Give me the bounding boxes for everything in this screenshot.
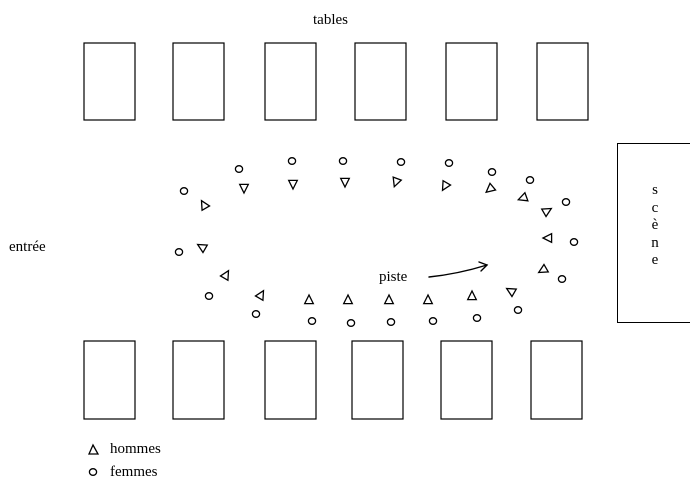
woman-circle-icon bbox=[396, 158, 406, 166]
woman-circle-icon bbox=[561, 198, 571, 206]
woman-circle-icon bbox=[307, 317, 317, 325]
table-rectangle bbox=[354, 42, 407, 121]
direction-arrow bbox=[428, 261, 489, 278]
woman-circle-icon bbox=[338, 157, 348, 165]
floor-label: piste bbox=[379, 269, 408, 285]
dancers-group bbox=[174, 157, 579, 327]
table-rectangle bbox=[264, 340, 317, 420]
legend-circle-icon bbox=[88, 468, 98, 476]
table-rectangle bbox=[351, 340, 404, 420]
tables-label: tables bbox=[313, 12, 348, 28]
stage-letter: è bbox=[651, 217, 659, 233]
woman-circle-icon bbox=[204, 292, 214, 300]
woman-circle-icon bbox=[179, 187, 189, 195]
table-rectangle bbox=[172, 340, 225, 420]
stage-letter: n bbox=[651, 234, 659, 251]
stage-letter: s bbox=[652, 182, 658, 198]
man-triangle-icon bbox=[392, 176, 403, 189]
man-triangle-icon bbox=[254, 289, 265, 302]
table-rectangle bbox=[536, 42, 589, 121]
woman-circle-icon bbox=[525, 176, 535, 184]
woman-circle-icon bbox=[487, 168, 497, 176]
woman-circle-icon bbox=[444, 159, 454, 167]
man-triangle-icon bbox=[342, 293, 354, 305]
stage-letter: e bbox=[651, 252, 659, 268]
man-triangle-icon bbox=[516, 191, 529, 202]
man-triangle-icon bbox=[537, 263, 550, 274]
woman-circle-icon bbox=[174, 248, 184, 256]
man-triangle-icon bbox=[238, 183, 250, 195]
man-triangle-icon bbox=[196, 243, 209, 254]
man-triangle-icon bbox=[485, 182, 497, 194]
legend-triangle-icon bbox=[87, 443, 100, 455]
top-tables-row bbox=[83, 42, 589, 121]
entrance-label: entrée bbox=[9, 239, 46, 255]
woman-circle-icon bbox=[251, 310, 261, 318]
table-rectangle bbox=[83, 340, 136, 420]
man-triangle-icon bbox=[219, 269, 230, 282]
man-triangle-icon bbox=[466, 289, 478, 301]
table-rectangle bbox=[83, 42, 136, 121]
table-rectangle bbox=[445, 42, 498, 121]
man-triangle-icon bbox=[287, 179, 299, 191]
woman-circle-icon bbox=[234, 165, 244, 173]
woman-circle-icon bbox=[569, 238, 579, 246]
table-rectangle bbox=[172, 42, 225, 121]
table-rectangle bbox=[530, 340, 583, 420]
woman-circle-icon bbox=[346, 319, 356, 327]
stage-letter: c bbox=[651, 199, 659, 216]
woman-circle-icon bbox=[513, 306, 523, 314]
man-triangle-icon bbox=[339, 177, 351, 189]
man-triangle-icon bbox=[200, 199, 211, 212]
woman-circle-icon bbox=[472, 314, 482, 322]
man-triangle-icon bbox=[540, 207, 553, 218]
legend-men-label: hommes bbox=[110, 441, 161, 457]
woman-circle-icon bbox=[428, 317, 438, 325]
woman-circle-icon bbox=[287, 157, 297, 165]
table-rectangle bbox=[440, 340, 493, 420]
man-triangle-icon bbox=[422, 293, 434, 305]
woman-circle-icon bbox=[557, 275, 567, 283]
man-triangle-icon bbox=[303, 293, 315, 305]
legend-women-label: femmes bbox=[110, 464, 158, 480]
man-triangle-icon bbox=[383, 293, 395, 305]
man-triangle-icon bbox=[441, 179, 452, 192]
woman-circle-icon bbox=[386, 318, 396, 326]
man-triangle-icon bbox=[541, 232, 553, 244]
bottom-tables-row bbox=[83, 340, 583, 420]
man-triangle-icon bbox=[505, 287, 518, 298]
table-rectangle bbox=[264, 42, 317, 121]
